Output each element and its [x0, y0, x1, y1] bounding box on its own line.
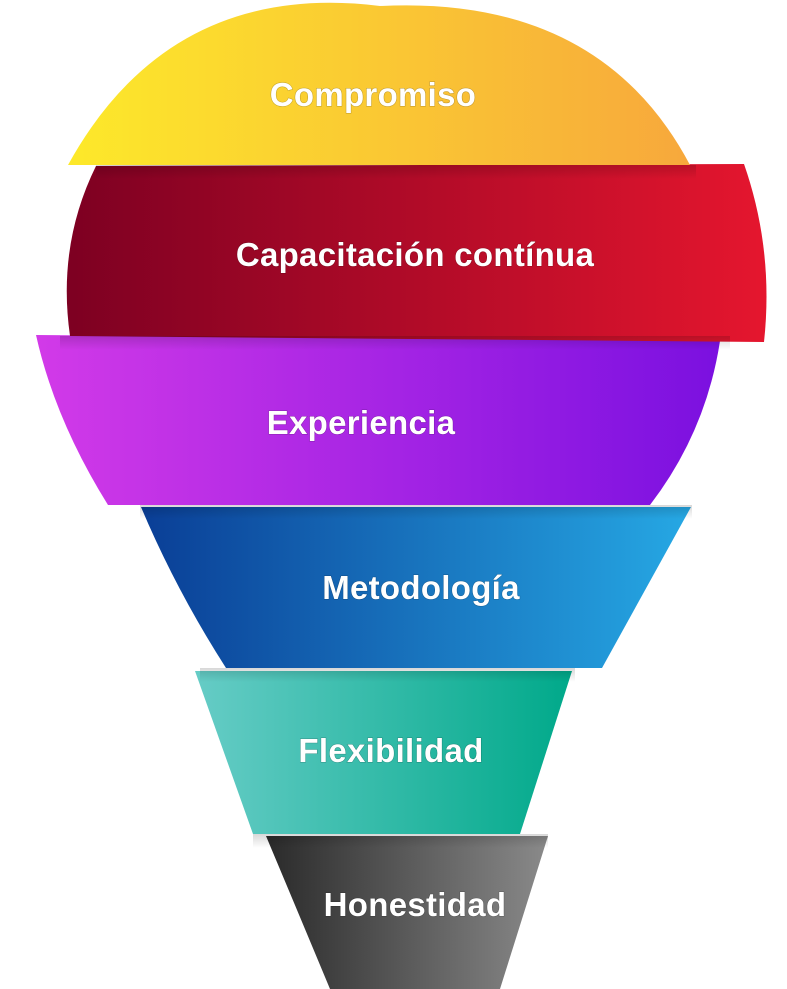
layer-label-metodologia: Metodología — [322, 569, 520, 606]
funnel-layer-flexibilidad: Flexibilidad — [195, 671, 572, 848]
funnel-layer-metodologia: Metodología — [141, 507, 691, 682]
funnel-layer-compromiso: Compromiso — [68, 2, 696, 179]
layer-label-capacitacion: Capacitación contínua — [236, 236, 595, 273]
funnel-layer-experiencia: Experiencia — [36, 335, 720, 519]
layer-label-compromiso: Compromiso — [270, 76, 477, 113]
layer-label-experiencia: Experiencia — [267, 404, 456, 441]
layer-label-flexibilidad: Flexibilidad — [298, 732, 483, 769]
layer-label-honestidad: Honestidad — [324, 886, 507, 923]
funnel-layer-capacitacion: Capacitación contínua — [60, 164, 767, 350]
funnel-layer-honestidad: Honestidad — [266, 836, 548, 989]
